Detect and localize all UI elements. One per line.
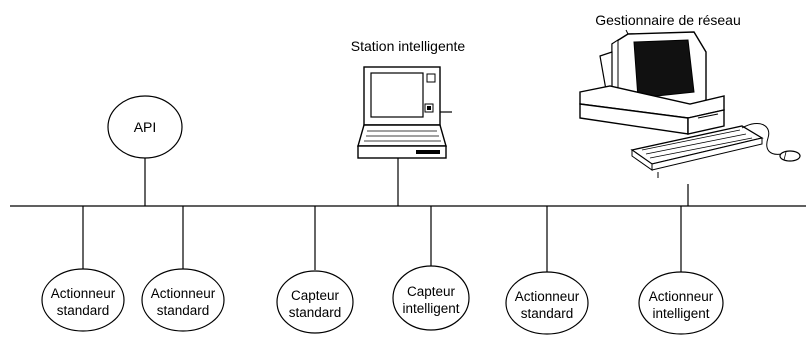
node-label-line2: standard [521,306,574,321]
station-label: Station intelligente [351,38,466,54]
node-label-line1: Actionneur [649,289,714,304]
node-actionneur-standard-1: Actionneur standard [41,206,125,332]
node-label-line2: standard [289,305,342,320]
node-label-line1: Capteur [291,288,340,303]
node-label-line1: Actionneur [151,286,216,301]
api-label: API [134,119,157,135]
node-label-line2: standard [157,303,210,318]
node-label-line2: intelligent [402,301,459,316]
desktop-computer-icon [579,31,801,178]
laptop-icon [357,66,452,159]
node-label-line1: Actionneur [515,289,580,304]
node-label-line1: Capteur [407,284,456,299]
node-label-line1: Actionneur [51,286,116,301]
node-actionneur-standard-2: Actionneur standard [141,206,225,332]
node-capteur-standard: Capteur standard [276,206,354,334]
manager-label: Gestionnaire de réseau [595,12,741,28]
node-actionneur-standard-3: Actionneur standard [505,206,589,335]
node-capteur-intelligent: Capteur intelligent [392,206,470,331]
node-actionneur-intelligent: Actionneur intelligent [638,206,724,335]
station-intelligente: Station intelligente [351,38,466,206]
node-label-line2: intelligent [652,306,709,321]
api-circle [107,95,183,159]
api-node: API [107,95,183,206]
node-label-line2: standard [57,303,110,318]
gestionnaire-de-reseau: Gestionnaire de réseau [579,12,801,206]
